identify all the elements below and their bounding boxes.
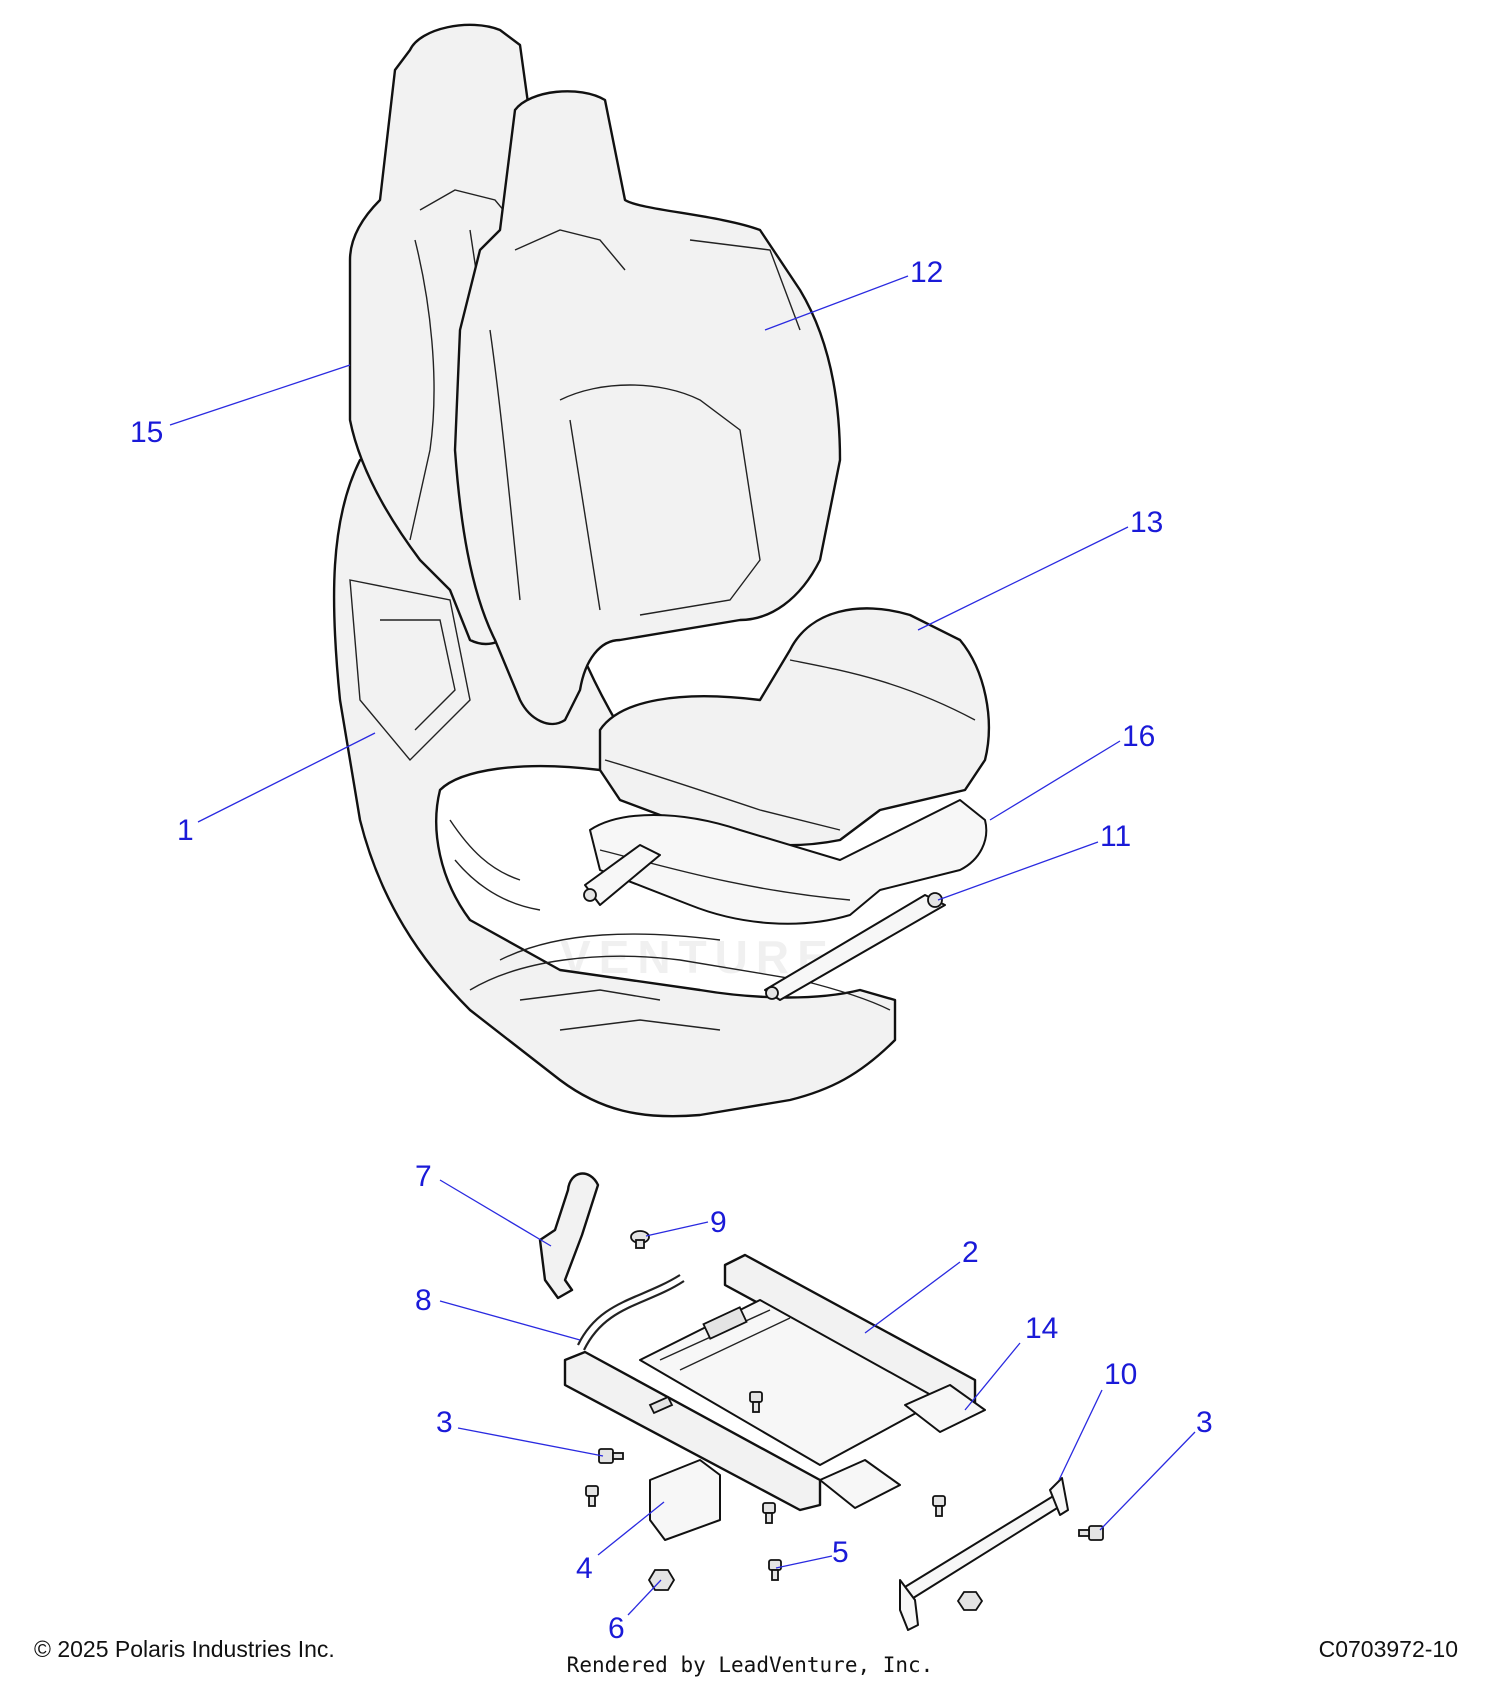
callout-15: 15 [130,416,163,449]
callout-3-left: 3 [436,1406,453,1439]
leader-5 [775,1555,833,1569]
leader-lines [169,275,1196,1616]
callout-1: 1 [177,814,194,847]
callout-9: 9 [710,1206,727,1239]
leader-4 [597,1501,665,1556]
leader-16 [989,740,1121,821]
seat-cushion-top [598,607,991,847]
leader-8 [439,1300,581,1341]
leader-15 [169,364,351,426]
latch-strap [538,1172,600,1300]
clip [630,1230,650,1249]
cushion-strap [764,892,946,1001]
extra-fasteners [585,1391,984,1611]
seat-frame [563,1253,986,1512]
callout-labels: 1 2 3 3 4 5 6 7 8 9 10 11 12 13 14 15 16 [130,256,1213,1645]
cushion-strap-left [583,844,661,906]
callout-16: 16 [1122,720,1155,753]
backrest-front [453,90,842,726]
bracket [649,1459,721,1541]
rendered-by-text: Rendered by LeadVenture, Inc. [566,1653,934,1677]
leader-11 [937,841,1099,901]
callout-8: 8 [415,1284,432,1317]
latch-rod [577,1274,685,1351]
slide-rail [899,1477,1069,1631]
leader-9 [645,1221,709,1237]
callout-5: 5 [832,1536,849,1569]
leader-2 [864,1261,961,1334]
callout-7: 7 [415,1160,432,1193]
leader-14 [964,1342,1021,1411]
leader-13 [917,526,1129,631]
callout-4: 4 [576,1552,593,1585]
callout-3-right: 3 [1196,1406,1213,1439]
callout-10: 10 [1104,1358,1137,1391]
screw [768,1559,782,1581]
copyright-text: © 2025 Polaris Industries Inc. [34,1636,335,1662]
callout-12: 12 [910,256,943,289]
callout-2: 2 [962,1236,979,1269]
leader-6 [627,1579,662,1616]
callout-14: 14 [1025,1312,1058,1345]
drawing-number: C0703972-10 [1318,1636,1458,1662]
leader-3-right [1099,1431,1196,1531]
leader-1 [197,732,376,823]
callout-11: 11 [1100,820,1131,853]
bolt-right [1078,1525,1104,1541]
leader-7 [439,1179,552,1247]
leader-12 [764,275,909,331]
callout-6: 6 [608,1612,625,1645]
bolt-left [598,1448,624,1464]
callout-13: 13 [1130,506,1163,539]
nut [647,1569,676,1591]
leader-3-left [457,1427,604,1457]
leader-10 [1058,1389,1103,1481]
